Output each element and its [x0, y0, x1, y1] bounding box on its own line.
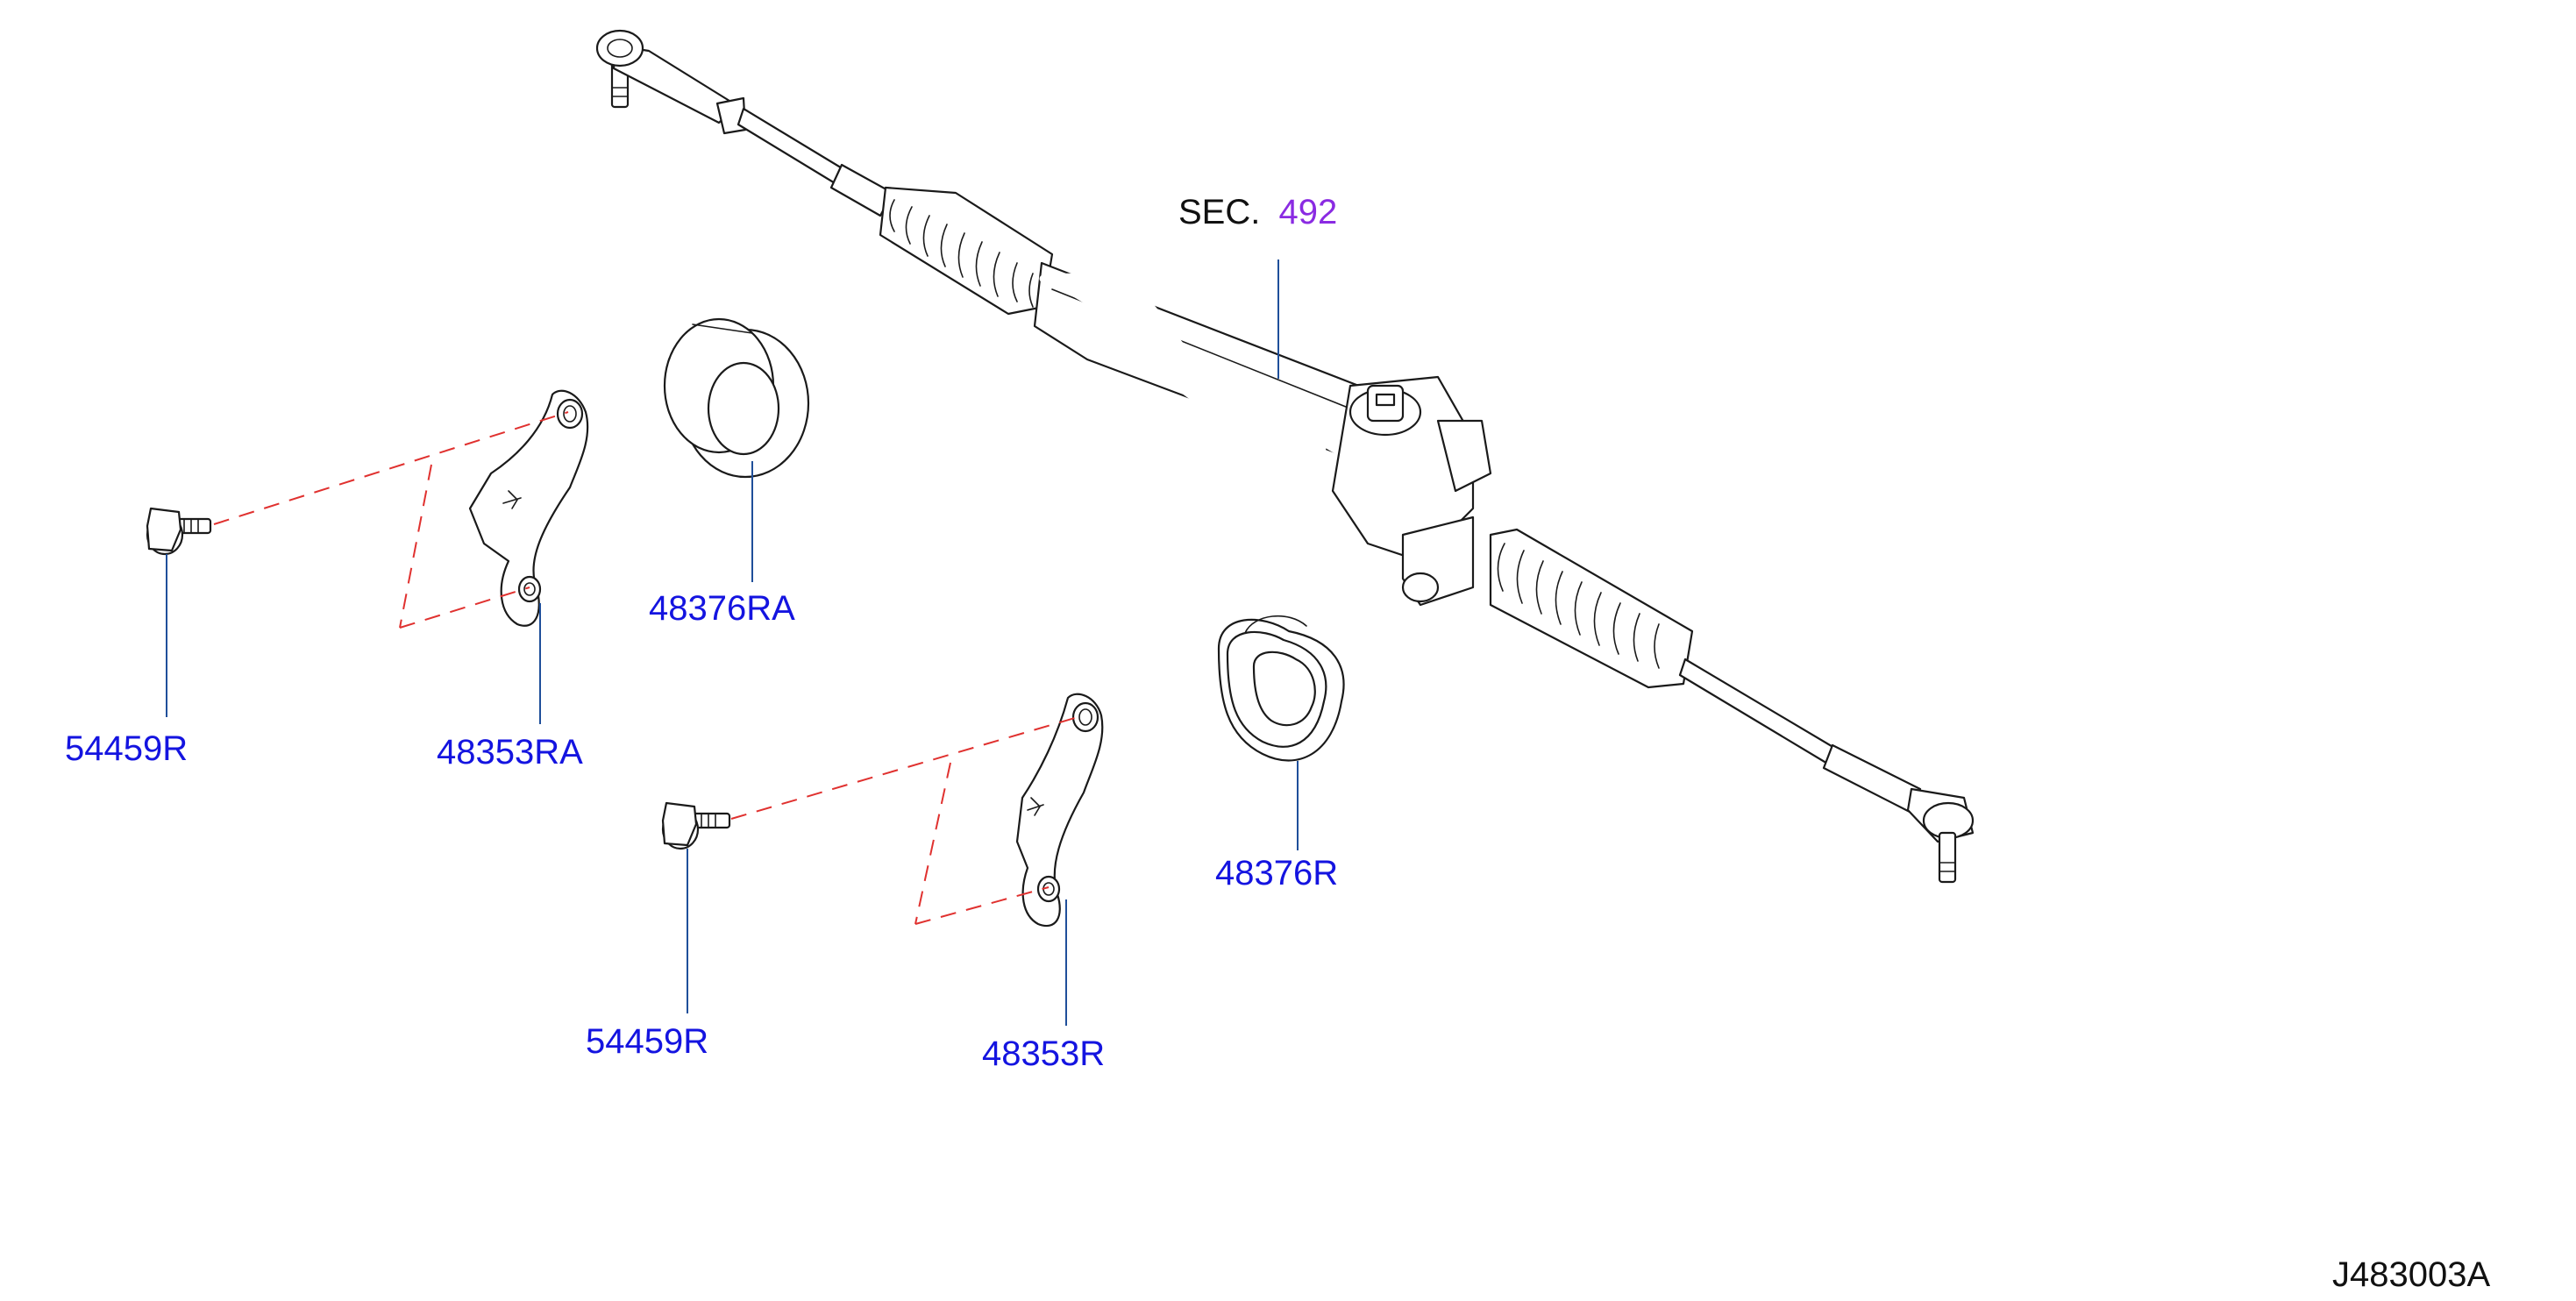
clamp-bolt-upper-drawing — [146, 507, 212, 556]
left-boot — [879, 186, 1054, 316]
rack-bushing-oval-drawing — [1217, 615, 1345, 762]
gear-housing — [1331, 375, 1492, 607]
clamp-bolt-lower-drawing — [661, 801, 731, 850]
clamp-bracket-lower-drawing — [1015, 693, 1104, 928]
right-inner-tie-rod — [1678, 658, 1847, 771]
part-label-clamp-bracket-upper[interactable]: 48353RA — [437, 733, 583, 771]
part-label-clamp-bolt-upper[interactable]: 54459R — [65, 729, 189, 768]
clamp-bracket-upper-drawing — [468, 389, 589, 627]
part-label-rack-bushing-round[interactable]: 48376RA — [649, 589, 795, 628]
part-label-clamp-bracket-lower[interactable]: 48353R — [982, 1034, 1106, 1073]
part-label-rack-bushing-oval[interactable]: 48376R — [1215, 854, 1339, 892]
section-reference-label: SEC. 492 — [1178, 195, 1337, 230]
steering-rack-assembly — [595, 29, 1975, 884]
right-boot — [1489, 528, 1694, 689]
section-link[interactable]: 492 — [1278, 193, 1338, 231]
rack-bushing-round-drawing — [663, 317, 810, 479]
section-prefix: SEC. — [1178, 193, 1261, 231]
diagram-reference-code: J483003A — [2332, 1255, 2491, 1294]
part-label-clamp-bolt-lower[interactable]: 54459R — [586, 1022, 709, 1061]
left-rod-collar — [829, 163, 894, 217]
right-tie-rod-end — [1906, 787, 1975, 884]
assembly-guides — [213, 411, 1085, 925]
leader-lines — [166, 259, 1299, 1026]
left-tie-rod-end — [595, 29, 747, 135]
right-rod-collar — [1822, 743, 1922, 814]
